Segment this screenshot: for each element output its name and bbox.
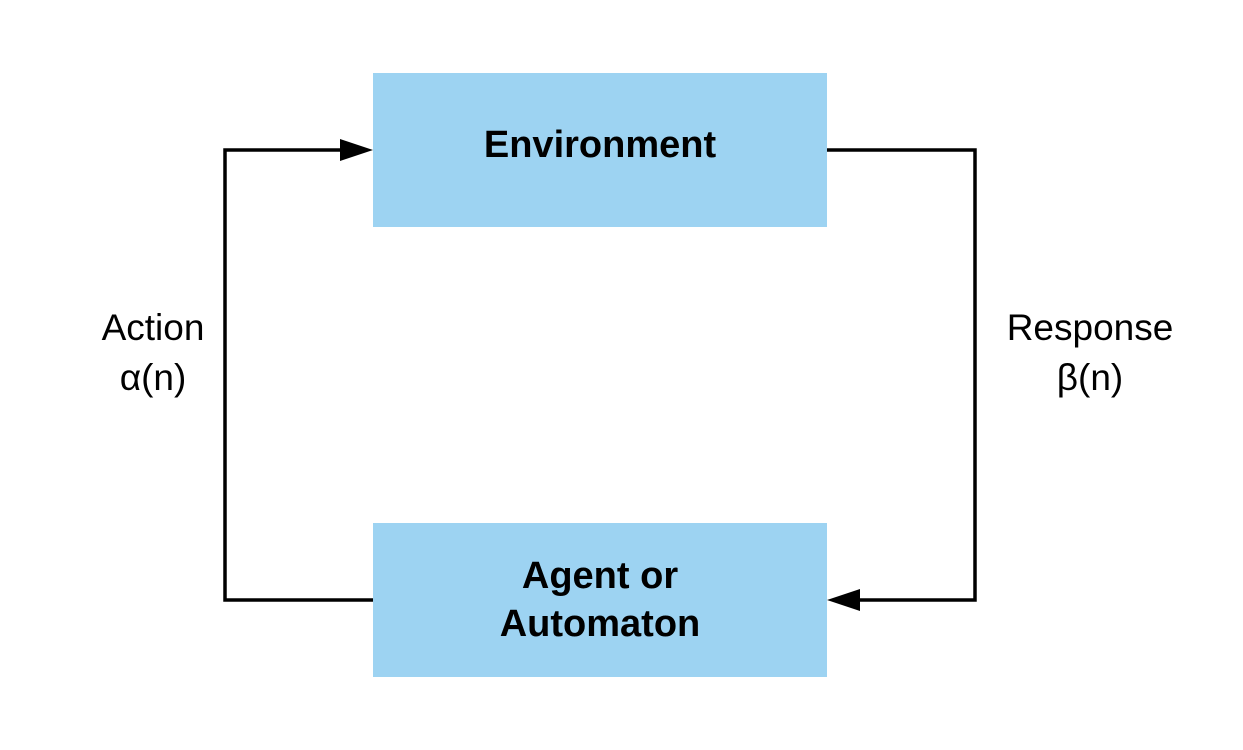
agent-label: Agent or Automaton (500, 552, 701, 648)
agent-node: Agent or Automaton (373, 523, 827, 677)
agent-label-line1: Agent or (521, 555, 679, 597)
response-label-line2: β(n) (1056, 357, 1124, 398)
environment-node: Environment (373, 73, 827, 227)
response-label-line1: Response (1006, 307, 1174, 348)
agent-label-line2: Automaton (499, 603, 701, 645)
environment-label: Environment (483, 124, 717, 166)
response-connector (827, 148, 977, 602)
action-label-line2: α(n) (119, 357, 187, 398)
action-edge-label: Action α(n) (80, 303, 226, 403)
action-connector (223, 148, 373, 602)
action-arrowhead (340, 139, 373, 161)
action-label-line1: Action (101, 307, 205, 348)
response-edge-label: Response β(n) (990, 303, 1190, 403)
response-arrowhead (827, 589, 860, 611)
